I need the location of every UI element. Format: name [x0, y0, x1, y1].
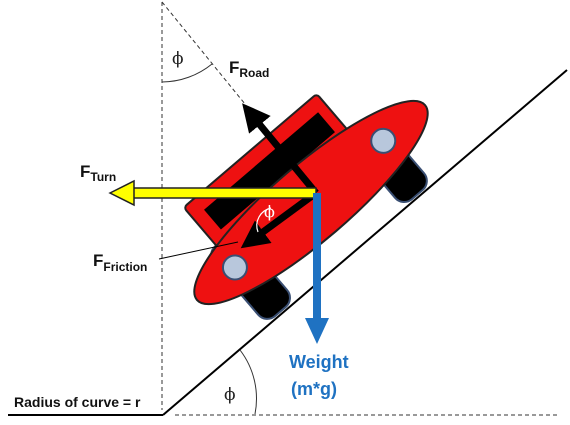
- phi-label-car: ϕ: [264, 202, 275, 221]
- angle-arc-bottom: [239, 349, 257, 415]
- f-road-arrow: [242, 103, 319, 196]
- weight-arrow: [305, 193, 329, 344]
- car-window: [204, 112, 335, 230]
- hubcap-rear: [370, 127, 397, 154]
- f-turn-label: FTurn: [80, 162, 116, 184]
- car: [184, 94, 429, 320]
- angle-arc-car: [256, 207, 272, 233]
- angle-arc-top: [161, 63, 213, 83]
- f-friction-label: FFriction: [93, 251, 147, 274]
- radius-label: Radius of curve = r: [14, 394, 141, 410]
- f-friction-pointer-line: [158, 241, 239, 260]
- phi-label-bottom: ϕ: [224, 385, 236, 405]
- car-body: [193, 99, 429, 306]
- weight-label: Weight: [289, 352, 349, 372]
- hubcap-front: [221, 254, 248, 281]
- f-friction-arrow: [240, 190, 319, 249]
- f-road-label: FRoad: [229, 58, 269, 80]
- road-normal-dashed-line: [161, 1, 246, 105]
- phi-label-top: ϕ: [172, 49, 184, 69]
- weight-formula-label: (m*g): [291, 379, 337, 399]
- banked-road-surface: [162, 69, 568, 416]
